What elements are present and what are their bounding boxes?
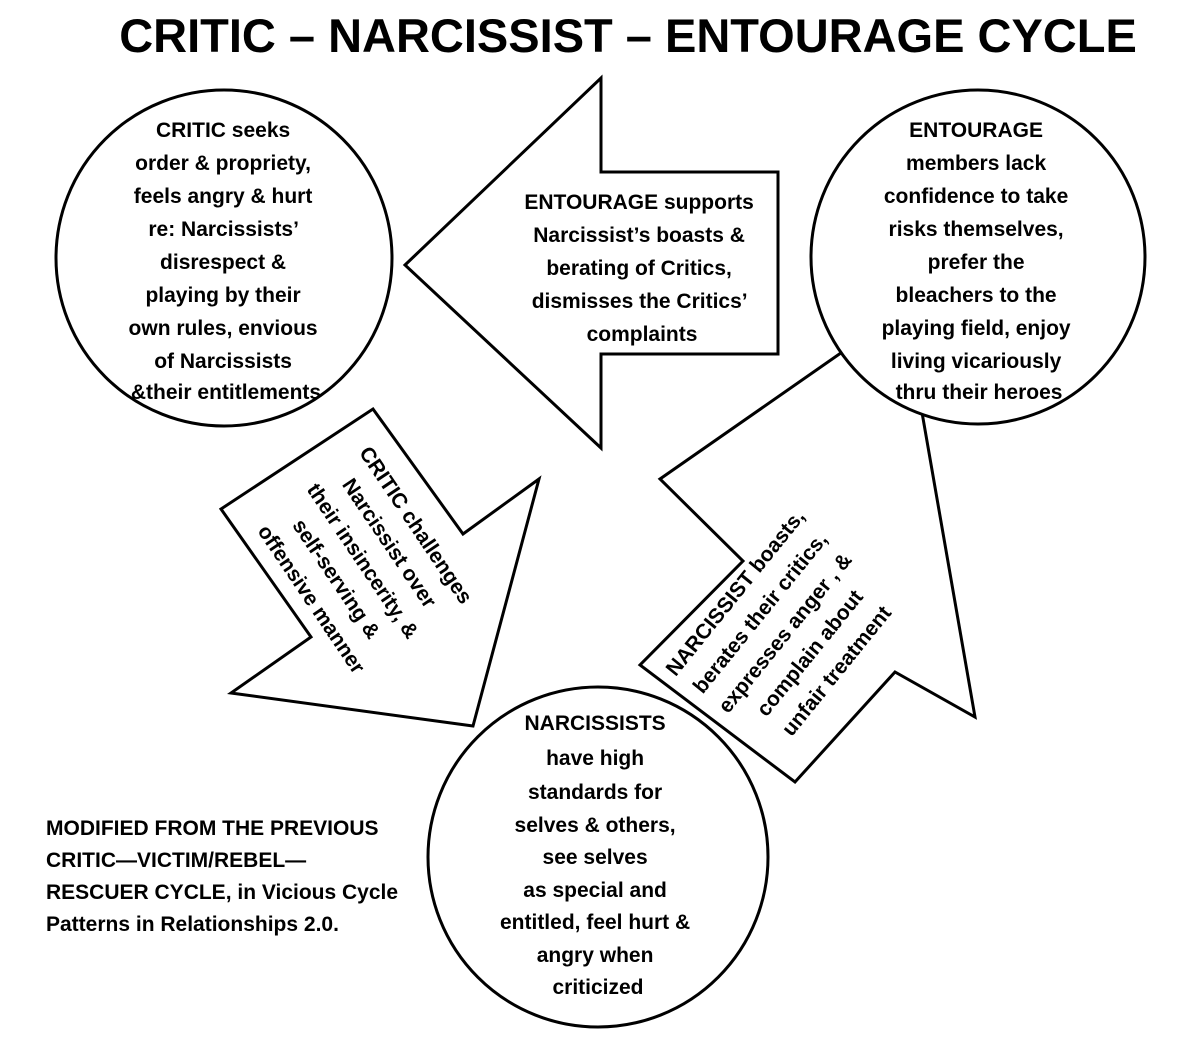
- arrow-entourage-line: Narcissist’s boasts &: [533, 224, 745, 247]
- node-entourage-line: living vicariously: [891, 350, 1062, 373]
- arrow-entourage-text: ENTOURAGE supports Narcissist’s boasts &…: [524, 191, 759, 346]
- node-critic-line: feels angry & hurt: [134, 185, 313, 208]
- circle-critic: [54, 88, 394, 428]
- circle-entourage: [809, 88, 1147, 426]
- arrow-entourage-line: complaints: [587, 323, 698, 346]
- node-narcissists-line: as special and: [523, 879, 667, 902]
- node-narcissists-line: criticized: [552, 976, 643, 999]
- node-critic-line: playing by their: [145, 284, 300, 307]
- arrow-critic-to-narcissist: [218, 406, 542, 728]
- node-critic-line: disrespect &: [160, 251, 286, 274]
- diagram-title: CRITIC – NARCISSIST – ENTOURAGE CYCLE: [119, 9, 1137, 62]
- arrow-narcissist-to-entourage: [637, 306, 978, 785]
- arrow-entourage-line: berating of Critics,: [546, 257, 732, 280]
- source-note-line: MODIFIED FROM THE PREVIOUS: [46, 817, 379, 840]
- arrow-entourage-line: ENTOURAGE supports: [524, 191, 753, 214]
- node-narcissists-line: have high: [546, 747, 644, 770]
- node-narcissists-line: selves & others,: [515, 814, 676, 837]
- node-critic-line: own rules, envious: [129, 317, 318, 340]
- node-critic-line: CRITIC seeks: [156, 119, 290, 142]
- node-entourage-line: playing field, enjoy: [882, 317, 1071, 340]
- source-note: MODIFIED FROM THE PREVIOUS CRITIC—VICTIM…: [46, 813, 426, 941]
- node-entourage-line: prefer the: [928, 251, 1025, 274]
- node-narcissists-line: standards for: [528, 781, 662, 804]
- node-entourage-text: ENTOURAGE members lack confidence to tak…: [882, 119, 1077, 404]
- arrow-entourage-line: dismisses the Critics’: [532, 290, 747, 313]
- node-critic-line: &their entitlements: [131, 381, 321, 404]
- node-critic-line: of Narcissists: [154, 350, 292, 373]
- node-narcissists-line: entitled, feel hurt &: [500, 911, 690, 934]
- node-entourage-line: confidence to take: [884, 185, 1068, 208]
- source-note-line: CRITIC—VICTIM/REBEL—: [46, 849, 307, 872]
- node-narcissists-line: see selves: [543, 846, 648, 869]
- circle-narcissists: [426, 685, 770, 1029]
- node-narcissists-text: NARCISSISTS have high standards for selv…: [500, 712, 696, 999]
- node-entourage-line: bleachers to the: [896, 284, 1057, 307]
- node-narcissists-line: NARCISSISTS: [524, 712, 665, 735]
- source-note-line: RESCUER CYCLE, in Vicious Cycle: [46, 881, 399, 904]
- node-entourage-line: members lack: [906, 152, 1046, 175]
- node-entourage-line: risks themselves,: [889, 218, 1064, 241]
- node-entourage-line: ENTOURAGE: [909, 119, 1043, 142]
- node-entourage-line: thru their heroes: [896, 381, 1063, 404]
- arrow-entourage-to-critic: [402, 74, 780, 452]
- node-critic-line: order & propriety,: [135, 152, 311, 175]
- node-narcissists-line: angry when: [537, 944, 654, 967]
- node-critic-line: re: Narcissists’: [148, 218, 298, 241]
- node-critic-text: CRITIC seeks order & propriety, feels an…: [129, 119, 324, 404]
- source-note-line: Patterns in Relationships 2.0.: [46, 913, 339, 936]
